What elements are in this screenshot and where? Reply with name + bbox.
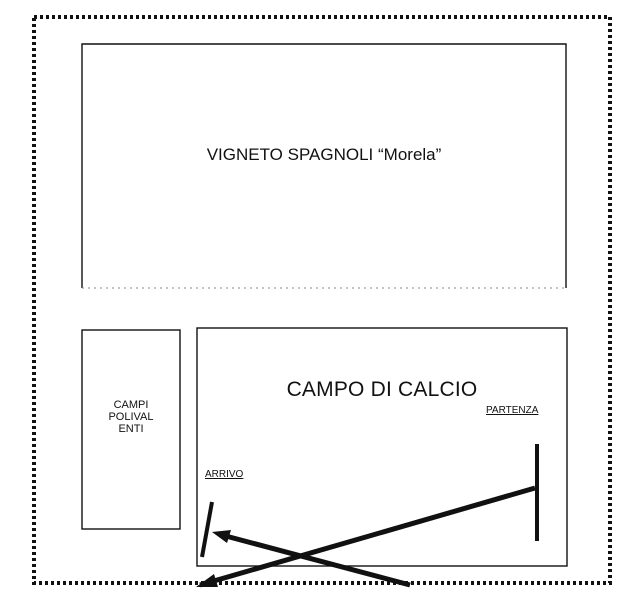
campi-polivalenti-label: CAMPI POLIVAL ENTI (82, 399, 180, 435)
route-arrow-return-icon (212, 530, 231, 543)
arrivo-label: ARRIVO (205, 469, 244, 480)
campi-label-line-2: POLIVAL (108, 411, 154, 423)
vineyard-area (81, 43, 567, 289)
arrivo-line (200, 501, 214, 558)
route-line-return (221, 532, 411, 588)
campi-polivalenti-area (81, 329, 181, 530)
campi-label-line-3: ENTI (118, 423, 144, 435)
route-line-out (199, 485, 536, 588)
partenza-label: PARTENZA (486, 405, 539, 416)
campo-calcio-area (196, 327, 568, 567)
campi-label-line-1: CAMPI (113, 399, 149, 411)
route-arrow-out-icon (196, 574, 218, 587)
campo-calcio-label: CAMPO DI CALCIO (286, 378, 478, 401)
vigneto-label: VIGNETO SPAGNOLI “Morela” (206, 145, 442, 164)
site-boundary (32, 15, 612, 585)
